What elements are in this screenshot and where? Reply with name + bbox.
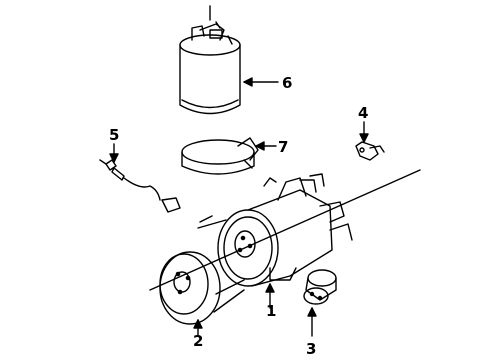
callout-1: 1 — [266, 302, 276, 320]
callout-labels: 1 2 3 4 5 6 7 — [109, 74, 368, 358]
canister-strap — [181, 137, 259, 175]
callout-7: 7 — [278, 138, 288, 156]
air-pump — [217, 173, 353, 287]
callout-5: 5 — [109, 126, 119, 144]
callout-4: 4 — [358, 104, 368, 122]
vapor-canister — [179, 5, 241, 115]
callout-2: 2 — [193, 332, 203, 350]
center-axis-line — [149, 169, 421, 291]
callout-leaders — [109, 77, 369, 337]
pump-pulley — [159, 215, 245, 325]
oxygen-sensor — [99, 159, 181, 213]
callout-3: 3 — [306, 340, 316, 358]
vacuum-switch — [355, 141, 385, 161]
check-valve — [303, 269, 337, 305]
callout-6: 6 — [282, 74, 292, 92]
